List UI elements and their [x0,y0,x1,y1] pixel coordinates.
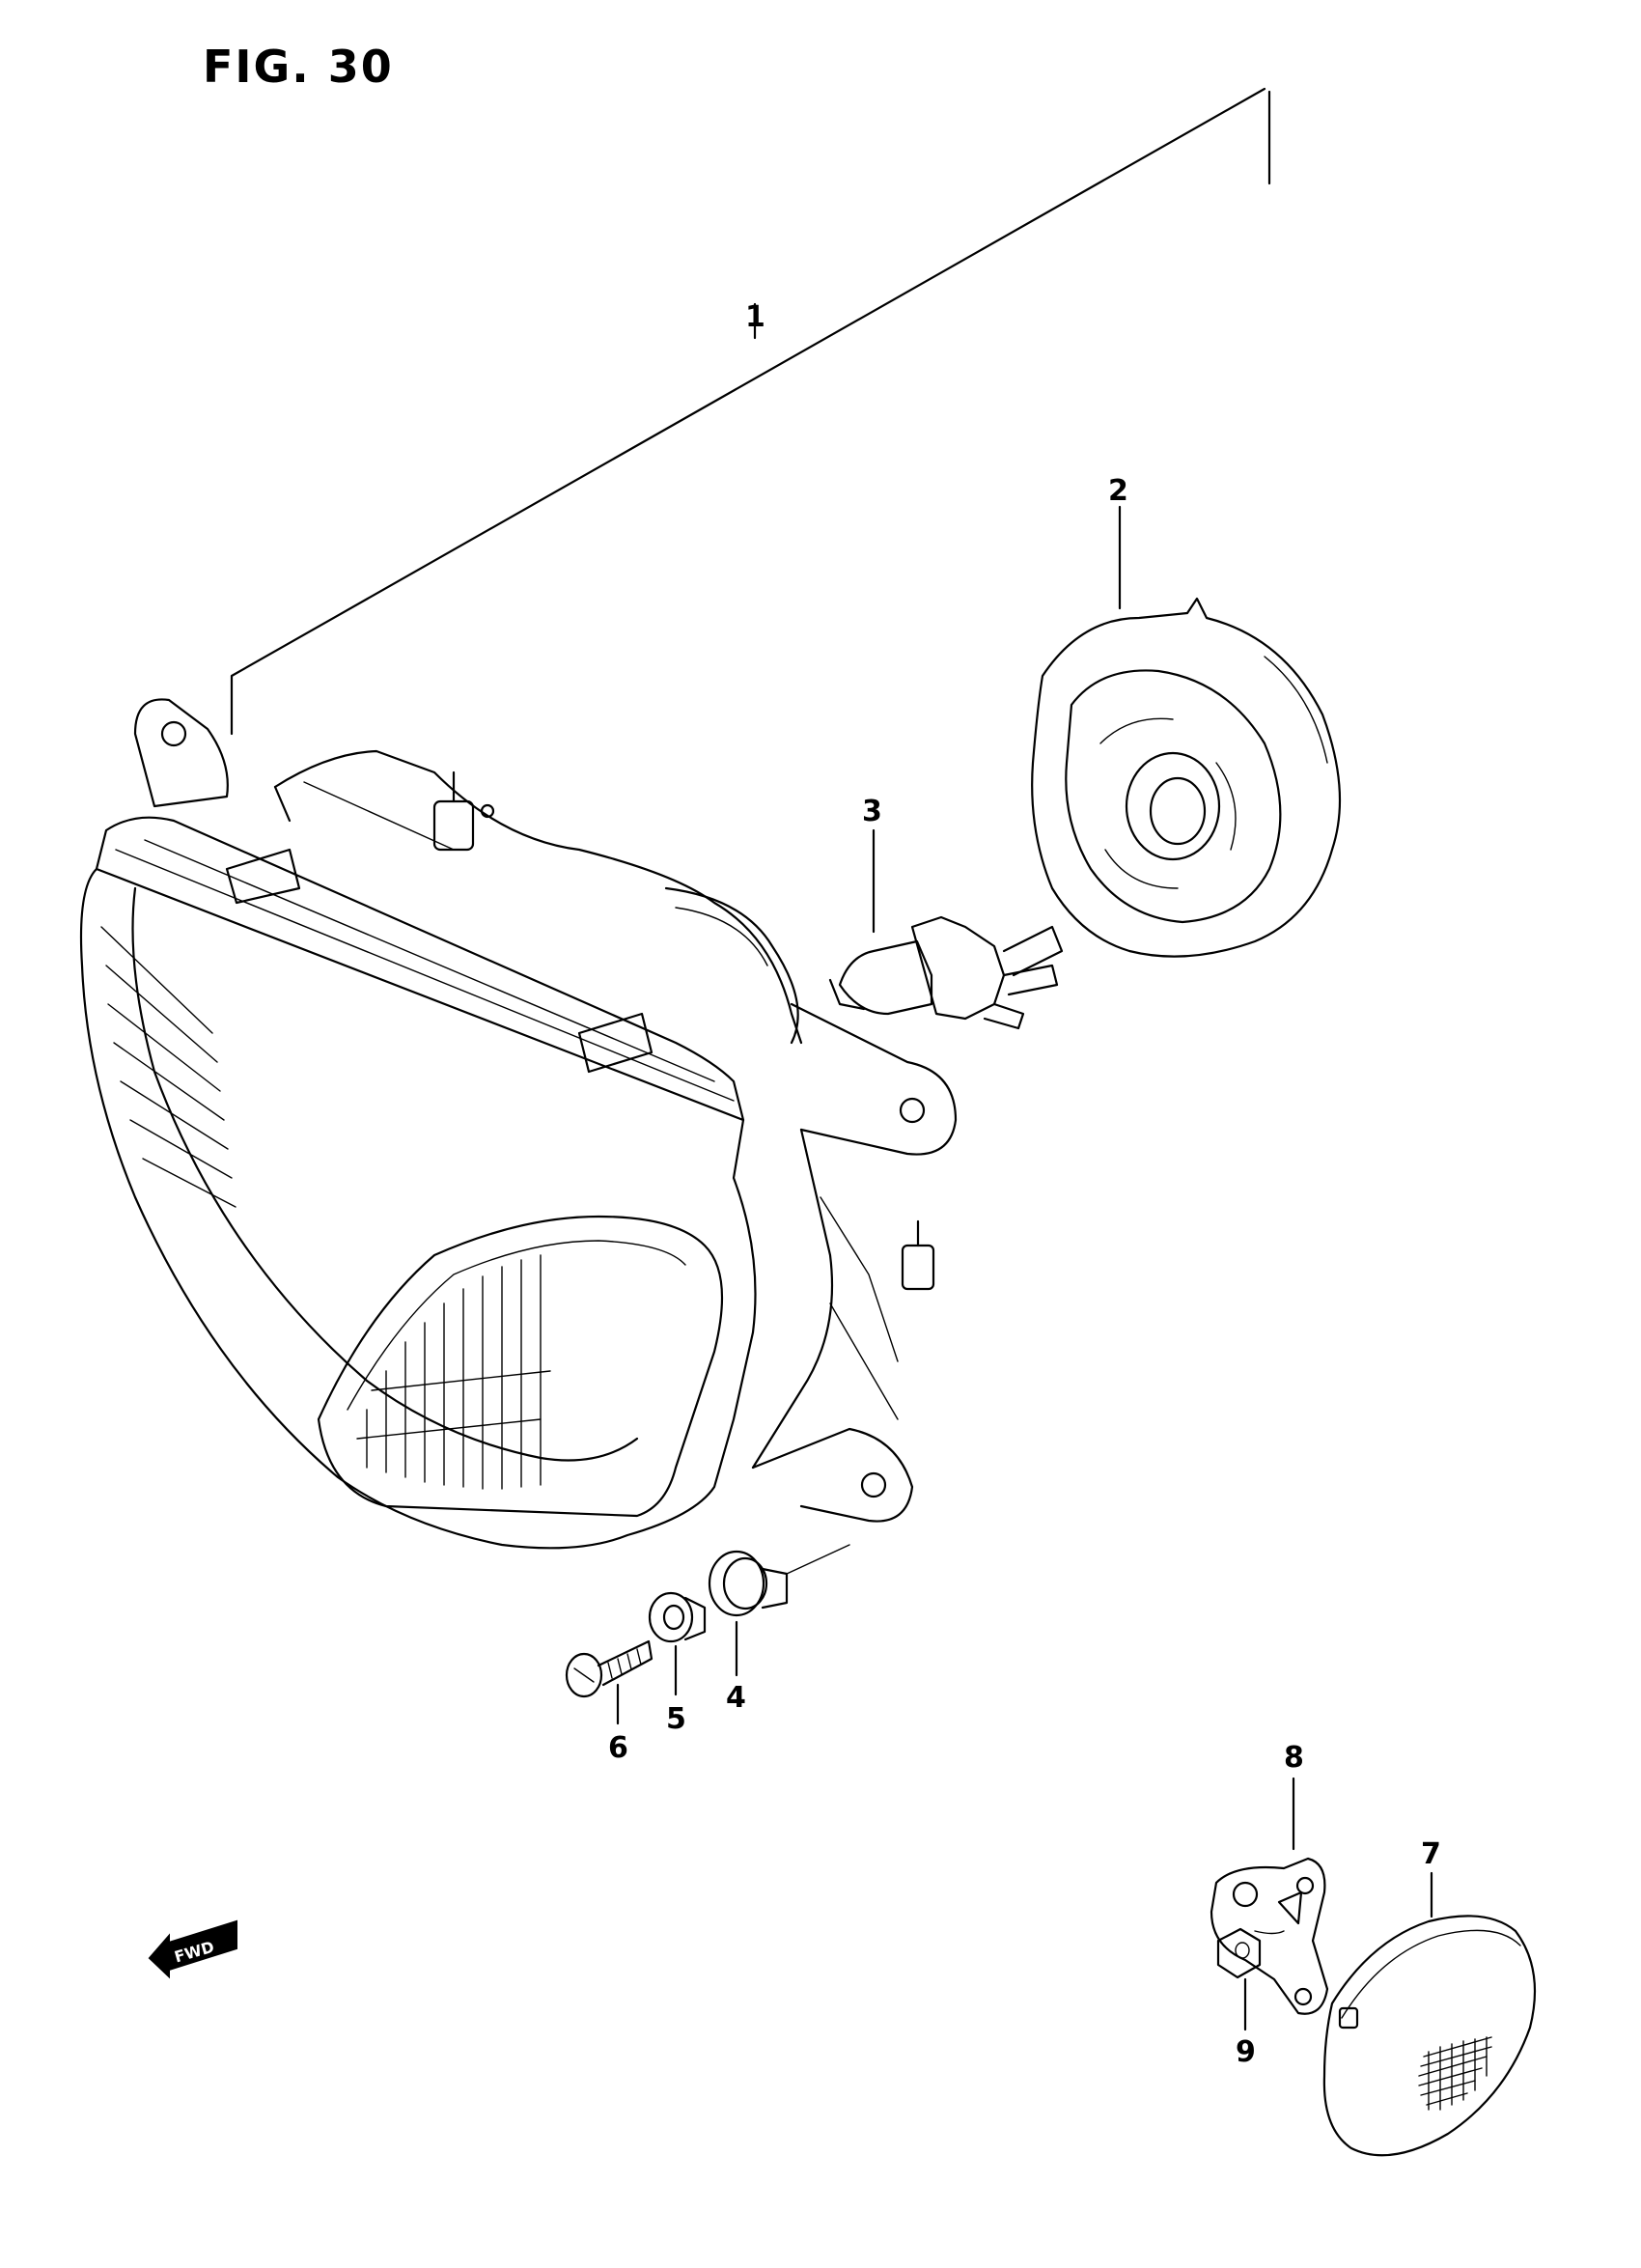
callout-9: 9 [1236,2035,1256,2069]
leader-assembly [230,87,1271,736]
callout-1: 1 [745,300,765,334]
grommet [708,1544,850,1677]
figure-title: FIG. 30 [203,41,394,93]
callout-5: 5 [666,1702,686,1736]
callout-2: 2 [1108,474,1128,508]
callout-6: 6 [608,1731,628,1765]
callout-3: 3 [862,795,882,828]
screw [565,1639,654,1725]
fwd-arrow: FWD [148,1919,237,1979]
socket-cover [1031,505,1342,958]
headlight-assembly [79,698,958,1550]
collar [648,1591,707,1696]
bulb [828,828,1064,1030]
callout-8: 8 [1284,1741,1304,1775]
lens-flutes-lower [356,1254,551,1490]
lens-flutes-upper [100,926,236,1208]
front-reflector [1322,1871,1537,2157]
callout-4: 4 [726,1681,746,1715]
callout-7: 7 [1421,1837,1441,1871]
reflector-texture [1418,2036,1492,2111]
reflector-bracket [1210,1777,1329,2015]
nut [1216,1927,1262,2031]
